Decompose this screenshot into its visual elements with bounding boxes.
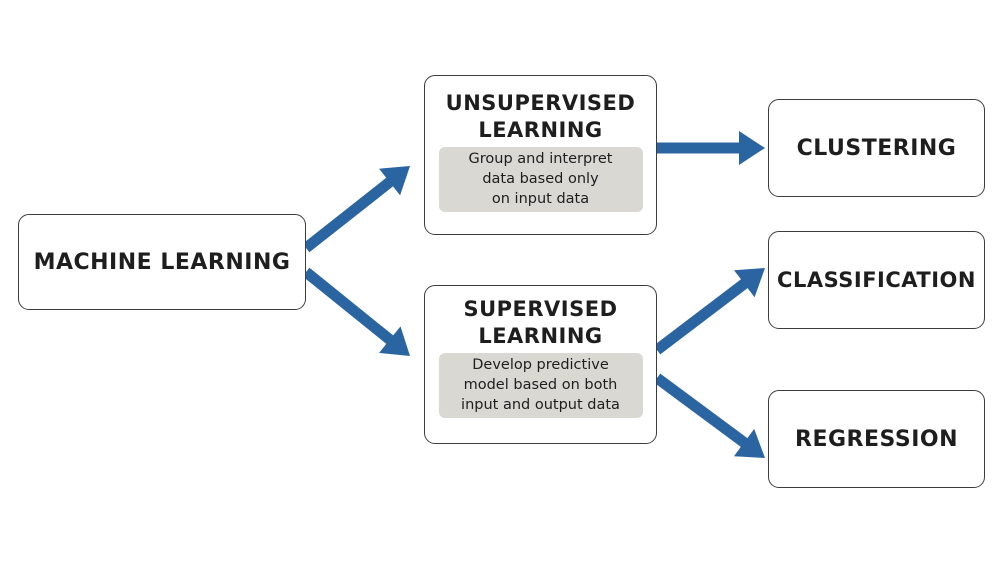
supervised-title-line: LEARNING: [478, 324, 603, 348]
unsupervised-learning-node: UNSUPERVISED LEARNING Group and interpre…: [424, 75, 657, 235]
supervised-description-line: Develop predictive: [472, 357, 609, 373]
supervised-learning-title: SUPERVISED LEARNING: [463, 296, 617, 350]
arrow-shape: [657, 131, 765, 165]
classification-label: CLASSIFICATION: [777, 268, 976, 292]
supervised-description-line: input and output data: [461, 397, 620, 413]
clustering-node: CLUSTERING: [768, 99, 985, 197]
arrow-supervised-to-regression: [653, 373, 765, 458]
arrow-ml-to-unsupervised: [302, 166, 410, 253]
classification-node: CLASSIFICATION: [768, 231, 985, 329]
unsupervised-learning-title: UNSUPERVISED LEARNING: [446, 90, 636, 144]
arrow-supervised-to-classification: [653, 268, 765, 355]
unsupervised-title-line: LEARNING: [478, 118, 603, 142]
supervised-title-line: SUPERVISED: [463, 297, 618, 321]
regression-label: REGRESSION: [795, 426, 958, 452]
clustering-label: CLUSTERING: [796, 135, 957, 161]
unsupervised-description-line: data based only: [482, 171, 599, 187]
arrow-shape: [653, 373, 765, 458]
unsupervised-title-line: UNSUPERVISED: [445, 91, 636, 115]
machine-learning-label: MACHINE LEARNING: [33, 249, 291, 275]
unsupervised-description-line: on input data: [491, 191, 590, 207]
unsupervised-description: Group and interpret data based only on i…: [438, 147, 643, 212]
supervised-description: Develop predictive model based on both i…: [438, 353, 643, 418]
arrow-shape: [653, 268, 765, 355]
unsupervised-description-line: Group and interpret: [468, 151, 613, 167]
arrow-shape: [302, 267, 410, 356]
arrow-ml-to-supervised: [302, 267, 410, 356]
arrow-unsupervised-to-clustering: [657, 131, 765, 165]
arrow-shape: [302, 166, 410, 253]
supervised-description-line: model based on both: [463, 377, 618, 393]
regression-node: REGRESSION: [768, 390, 985, 488]
supervised-learning-node: SUPERVISED LEARNING Develop predictive m…: [424, 285, 657, 444]
machine-learning-node: MACHINE LEARNING: [18, 214, 306, 310]
